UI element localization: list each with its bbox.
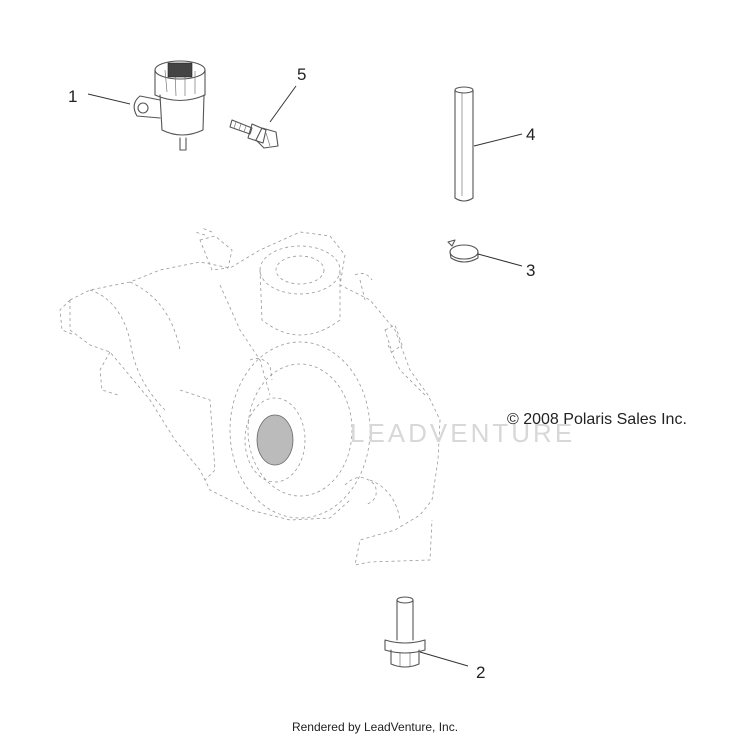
part-1-reservoir[interactable] <box>133 60 206 151</box>
callout-1: 1 <box>68 87 77 106</box>
callout-4: 4 <box>526 125 535 144</box>
callout-2: 2 <box>476 663 485 682</box>
part-4-tube[interactable] <box>454 86 474 202</box>
watermark-text: LEADVENTURE <box>350 418 575 448</box>
leader-lines <box>87 85 523 667</box>
callout-5: 5 <box>297 65 306 84</box>
part-2-flange-bolt[interactable] <box>384 596 426 668</box>
callout-3: 3 <box>526 261 535 280</box>
gearcase-housing <box>59 227 441 566</box>
part-5-bolt[interactable] <box>229 119 279 149</box>
copyright-text: © 2008 Polaris Sales Inc. <box>507 411 687 428</box>
footer-credit: Rendered by LeadVenture, Inc. <box>291 720 459 734</box>
part-3-clamp[interactable] <box>447 239 479 263</box>
